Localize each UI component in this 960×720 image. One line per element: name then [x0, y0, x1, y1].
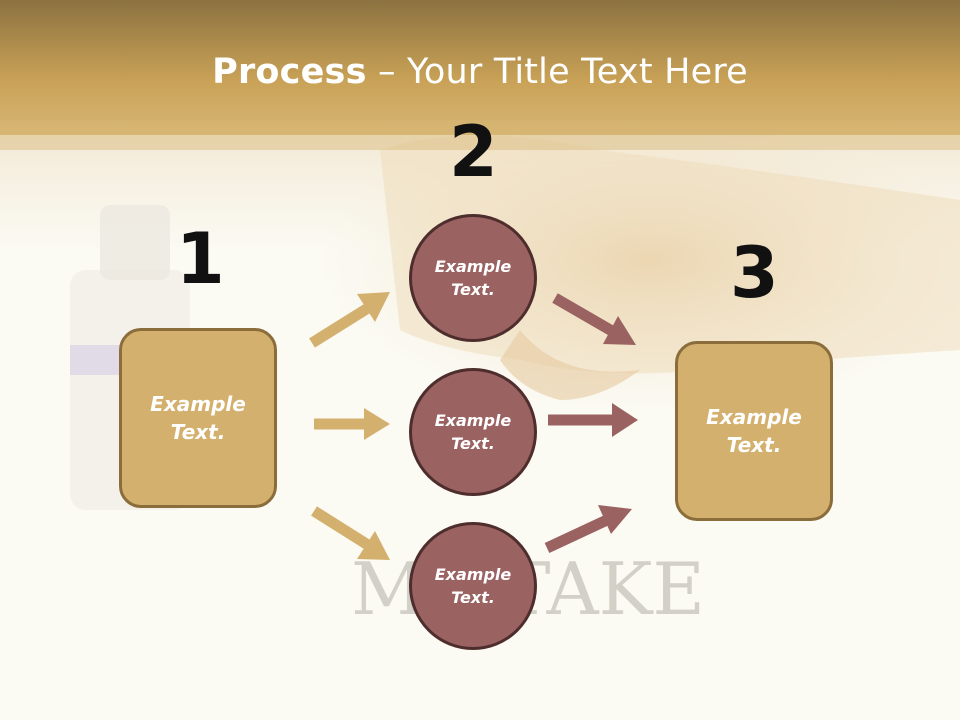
left-box-line1: Example — [150, 392, 246, 416]
left-text-box[interactable]: Example Text. — [119, 328, 277, 508]
slide-title: Process – Your Title Text Here — [0, 52, 960, 92]
arrow-left-top — [309, 292, 390, 348]
step-number-2: 2 — [449, 111, 498, 193]
arrow-right-top — [552, 293, 636, 345]
right-box-line2: Text. — [726, 433, 782, 457]
arrow-left-middle — [314, 408, 390, 440]
right-box-line1: Example — [706, 405, 802, 429]
arrow-left-bottom — [311, 506, 390, 560]
circle-top[interactable]: Example Text. — [409, 214, 537, 342]
circle-bottom-line2: Text. — [451, 588, 495, 607]
arrow-right-middle — [548, 403, 638, 437]
left-box-line2: Text. — [170, 420, 226, 444]
title-rest: – Your Title Text Here — [366, 52, 748, 92]
arrow-right-bottom — [544, 505, 632, 553]
right-text-box[interactable]: Example Text. — [675, 341, 833, 521]
circle-bottom[interactable]: Example Text. — [409, 522, 537, 650]
step-number-3: 3 — [730, 232, 779, 314]
circle-bottom-line1: Example — [434, 564, 512, 584]
circle-middle-line2: Text. — [451, 434, 495, 453]
circle-middle-line1: Example — [434, 410, 512, 430]
title-bold: Process — [212, 52, 367, 92]
circle-top-line1: Example — [434, 256, 512, 276]
circle-middle[interactable]: Example Text. — [409, 368, 537, 496]
circle-top-line2: Text. — [451, 280, 495, 299]
step-number-1: 1 — [176, 218, 225, 300]
